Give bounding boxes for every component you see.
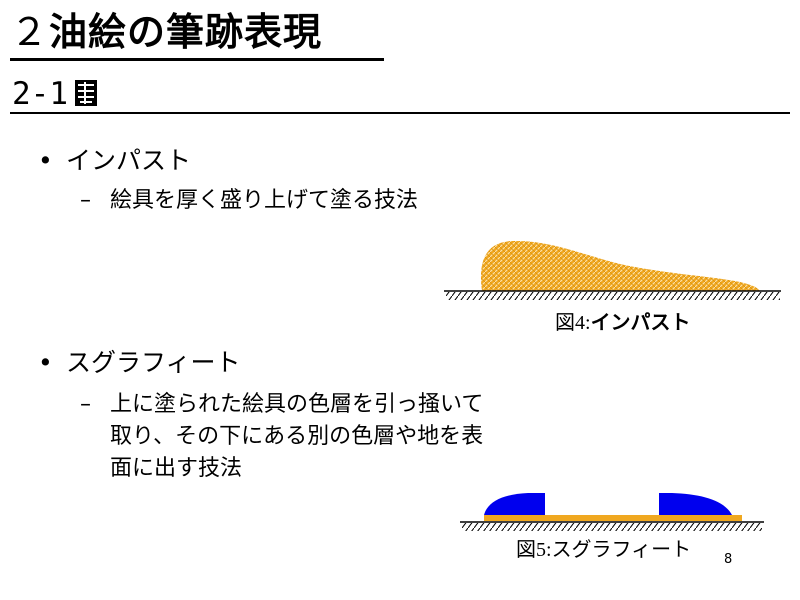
sub-bullet-line-2: 取り、その下にある別の色層や地を表 (110, 424, 484, 449)
sub-bullet-impasto: –絵具を厚く盛り上げて塗る技法 (80, 186, 418, 216)
sgraffito-paint-left (484, 493, 545, 515)
bullet-label: インパスト (66, 146, 192, 175)
impasto-paint-mound (480, 240, 760, 291)
ground-hatch (446, 292, 780, 300)
bullet-sgraffito: • スグラフィート (38, 348, 241, 378)
section-rule (10, 112, 790, 114)
impasto-figure (444, 240, 781, 300)
caption-prefix: 図4: (555, 312, 591, 334)
dash-icon: – (80, 392, 91, 417)
bullet-dot-icon: • (38, 146, 53, 175)
title-number: ２ (10, 10, 50, 54)
garbled-glyph-icon (75, 80, 97, 106)
sgraffito-figure (460, 493, 764, 531)
slide-title: ２油絵の筆跡表現 (10, 10, 322, 54)
figure-5-caption: 図5:スグラフィート (516, 537, 691, 562)
sub-bullet-sgraffito: –上に塗られた絵具の色層を引っ掻いて (80, 390, 483, 420)
caption-label: インパスト (590, 310, 691, 334)
figure-4-caption: 図4:インパスト (555, 310, 691, 335)
section-number: 2-1 (12, 76, 68, 112)
sgraffito-ground-layer (484, 515, 742, 521)
dash-icon: – (80, 188, 91, 213)
section-heading: 2-1 (12, 76, 100, 112)
sgraffito-paint-right (659, 493, 732, 515)
bullet-label: スグラフィート (66, 348, 241, 377)
sub-bullet-line-3: 面に出す技法 (110, 456, 243, 481)
bullet-dot-icon: • (38, 348, 53, 377)
title-underline (10, 58, 384, 61)
bullet-impasto: • インパスト (38, 146, 191, 176)
sub-bullet-sgraffito-line-3: 面に出す技法 (110, 454, 242, 484)
caption-label: スグラフィート (551, 537, 692, 561)
caption-prefix: 図5: (516, 539, 552, 561)
sub-bullet-line-1: 上に塗られた絵具の色層を引っ掻いて (110, 392, 484, 417)
title-text: 油絵の筆跡表現 (49, 10, 323, 54)
sub-bullet-sgraffito-line-2: 取り、その下にある別の色層や地を表 (110, 422, 483, 452)
sub-bullet-text: 絵具を厚く盛り上げて塗る技法 (110, 188, 419, 213)
page-number: 8 (724, 552, 733, 567)
